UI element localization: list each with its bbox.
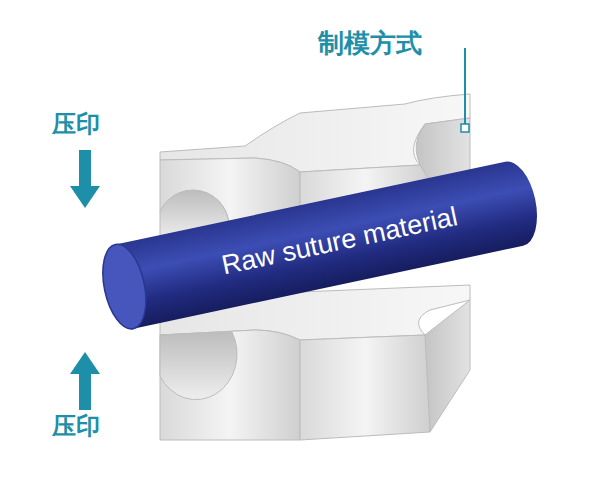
up-arrow-shaft <box>79 372 91 410</box>
cylinder-body <box>115 157 544 328</box>
down-arrow-shaft <box>79 150 91 188</box>
press-label: 压印 <box>52 410 100 442</box>
press-label: 压印 <box>52 108 100 140</box>
lower-die-groove <box>160 332 237 400</box>
down-arrow-head <box>70 186 100 208</box>
lower-die-side <box>425 300 470 432</box>
up-arrow-head <box>70 352 100 374</box>
leader-line-end <box>461 124 469 132</box>
leader-line <box>461 48 469 132</box>
method-label: 制模方式 <box>318 26 422 61</box>
press-arrows <box>70 150 100 410</box>
lower-die-right-front <box>300 335 430 440</box>
cylinder-end <box>96 240 153 332</box>
leader-line-stroke <box>464 48 466 124</box>
lower-die-front <box>160 330 300 440</box>
